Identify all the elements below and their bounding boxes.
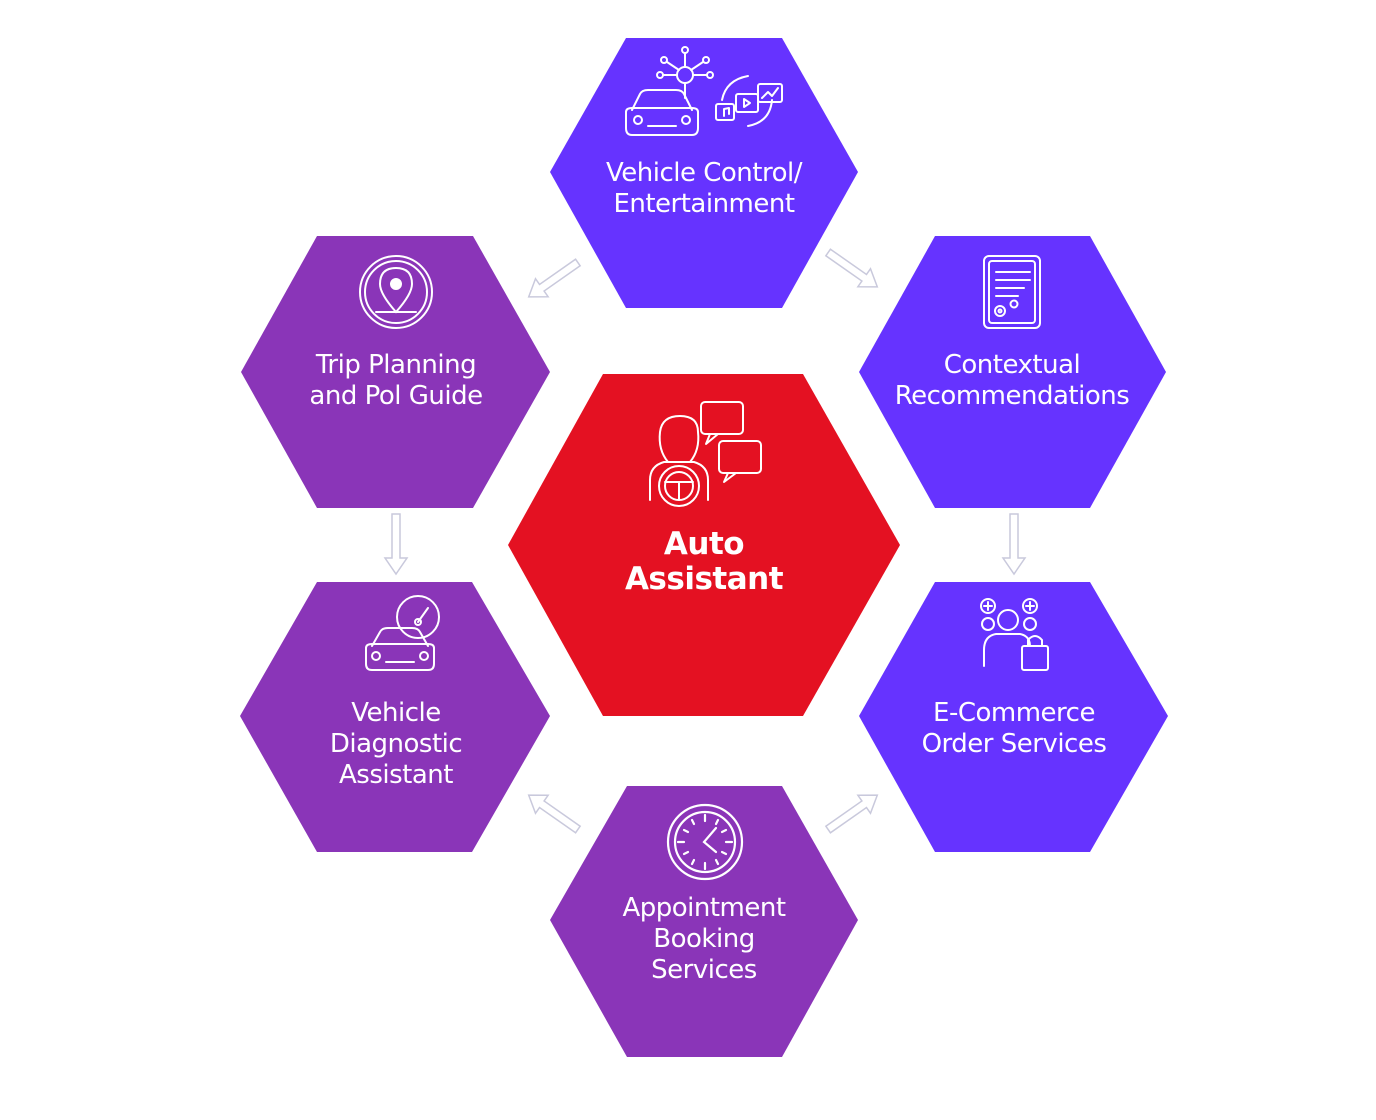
label-line: Services	[651, 955, 757, 985]
arrow-appointment-to-ecommerce	[824, 794, 879, 834]
label-line: Trip Planning	[315, 350, 477, 380]
label-line: Vehicle Control/	[606, 158, 803, 188]
arrow-trip-to-diagnostic	[383, 513, 409, 576]
label-trip-planning: Trip Planning and Pol Guide	[246, 350, 546, 412]
label-line: Auto	[663, 526, 745, 562]
driver-chat-icon	[649, 401, 762, 507]
label-diagnostic: Vehicle Diagnostic Assistant	[246, 698, 546, 791]
label-line: Vehicle	[351, 698, 441, 728]
hex-vehicle-control	[550, 38, 858, 308]
hex-center	[508, 374, 900, 716]
arrow-top-to-trip	[527, 258, 582, 298]
arrow-top-to-right	[824, 248, 879, 288]
hex-trip-planning	[241, 236, 550, 508]
arrow-right-to-ecommerce	[1001, 513, 1027, 576]
label-line: Diagnostic	[329, 729, 463, 759]
label-line: Booking	[653, 924, 755, 954]
label-line: Contextual	[943, 350, 1081, 380]
arrow-appointment-to-diagnostic	[527, 794, 582, 834]
label-line: Recommendations	[894, 381, 1130, 411]
label-auto-assistant: Auto Assistant	[554, 527, 854, 597]
label-line: and Pol Guide	[309, 381, 483, 411]
label-appointment: Appointment Booking Services	[554, 893, 854, 986]
label-ecommerce: E-Commerce Order Services	[864, 698, 1164, 760]
car-media-icon	[625, 46, 783, 136]
label-contextual-recommendations: Contextual Recommendations	[862, 350, 1162, 412]
hex-ecommerce	[859, 582, 1168, 852]
label-line: Order Services	[921, 729, 1107, 759]
car-gauge-icon	[365, 595, 440, 671]
label-line: E-Commerce	[933, 698, 1095, 728]
label-line: Assistant	[624, 561, 784, 597]
document-gear-icon	[983, 255, 1041, 329]
shopper-icon	[980, 598, 1049, 671]
hex-diagnostic	[240, 582, 550, 852]
map-pin-icon	[359, 255, 433, 329]
label-vehicle-control: Vehicle Control/ Entertainment	[554, 158, 854, 220]
label-line: Assistant	[339, 760, 453, 790]
clock-icon	[666, 803, 744, 881]
label-line: Entertainment	[613, 189, 795, 219]
hex-appointment	[550, 786, 858, 1057]
flow-arrows	[383, 248, 1027, 834]
label-line: Appointment	[622, 893, 786, 923]
hex-contextual-recommendations	[859, 236, 1166, 508]
